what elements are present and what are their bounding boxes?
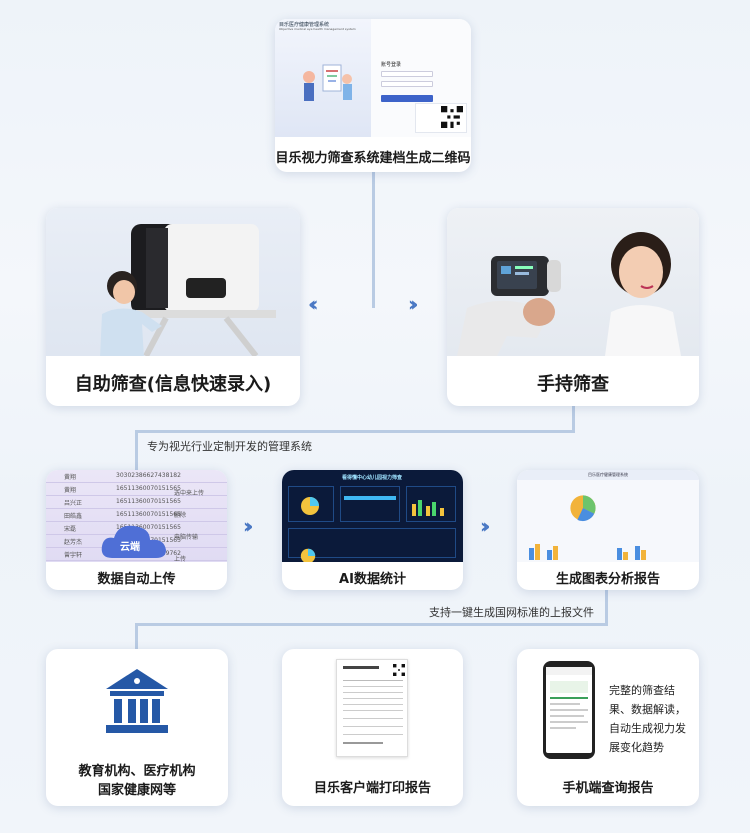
login-button[interactable] xyxy=(381,95,433,102)
upload-action[interactable]: 电脑传输 xyxy=(174,534,199,541)
phone-device xyxy=(543,661,595,759)
connector-mid-left-drop xyxy=(135,430,138,470)
cloud-upload-label: 数据自动上传 xyxy=(97,572,176,587)
upload-action[interactable]: 选中来上传 xyxy=(174,490,205,497)
vision-screener-machine xyxy=(131,224,276,356)
username-field[interactable] xyxy=(381,71,433,77)
mobile-description: 完整的筛查结果、数据解读，自动生成视力发展变化趋势 xyxy=(609,684,686,754)
pie-chart-icon xyxy=(570,495,596,522)
ai-dashboard-screen: 看得懂中心幼儿园视力筛查 xyxy=(282,470,463,562)
upload-row: 吕兴正 16511360070151565 xyxy=(46,496,227,509)
printed-report xyxy=(336,659,408,757)
student-name: 宋磊 xyxy=(64,526,77,533)
report-screen: 目乐医疗健康管理系统 xyxy=(517,470,699,562)
print-report-card: 目乐客户端打印报告 xyxy=(282,649,463,806)
bar-chart-icon xyxy=(529,544,646,560)
system-subtitle: Objective medical eye health management … xyxy=(279,27,356,31)
handheld-screening-card: 手持筛查 xyxy=(447,208,699,406)
phone-screen xyxy=(546,667,592,753)
login-screen: 目乐医疗健康管理系统 Objective medical eye health … xyxy=(275,19,471,137)
print-report-label: 目乐客户端打印报告 xyxy=(313,781,431,796)
handheld-device xyxy=(491,256,561,296)
qr-registration-label: 目乐视力筛查系统建档生成二维码 xyxy=(275,151,471,166)
upload-row: 田皓鑫 16511360070151565 xyxy=(46,509,227,522)
chart-report-label: 生成图表分析报告 xyxy=(555,572,660,587)
chevron-right-icon: ›› xyxy=(480,514,491,538)
student-id: 16511360070151565 xyxy=(116,511,181,518)
mobile-report-label: 手机端查询报告 xyxy=(562,781,654,796)
student-id: 16511360070151565 xyxy=(116,485,181,492)
chevron-left-icon: ‹‹ xyxy=(308,292,319,316)
girl-figure xyxy=(605,232,681,356)
chevron-right-icon: ›› xyxy=(408,292,419,316)
bar-chart-icon xyxy=(412,500,444,516)
institution-label-line1: 教育机构、医疗机构 xyxy=(78,764,196,779)
connector-mid-right-rise xyxy=(572,405,575,433)
dashboard-title: 看得懂中心幼儿园视力筛查 xyxy=(341,475,402,481)
mobile-report-card: 完整的筛查结果、数据解读，自动生成视力发展变化趋势 手机端查询报告 xyxy=(517,649,699,806)
student-name: 田皓鑫 xyxy=(64,513,83,520)
chart-report-card: 目乐医疗健康管理系统 生成图表分析报告 xyxy=(517,470,699,590)
ai-stats-label: AI数据统计 xyxy=(339,572,406,587)
ai-stats-card: 看得懂中心幼儿园视力筛查 AI数据统计 xyxy=(282,470,463,590)
report-title: 目乐医疗健康管理系统 xyxy=(588,472,628,477)
report-note: 支持一键生成国网标准的上报文件 xyxy=(429,606,594,619)
student-id: 16511360070151565 xyxy=(116,524,181,531)
self-screening-label: 自助筛查(信息快速录入) xyxy=(74,374,272,395)
student-name: 赵芳杰 xyxy=(64,539,83,546)
student-name: 吕兴正 xyxy=(64,500,83,507)
connector-bottom-left-drop xyxy=(135,623,138,649)
connector-mid-horizontal xyxy=(135,430,575,433)
upload-row: 黄翔 30302386627438182 xyxy=(46,470,227,483)
handheld-photo xyxy=(447,208,699,356)
report-header xyxy=(517,470,699,480)
connector-bottom-horizontal xyxy=(135,623,608,626)
student-id: 16511360070151565 xyxy=(116,498,181,505)
student-id: 30302386627438182 xyxy=(116,472,181,479)
login-illustration xyxy=(303,64,352,101)
dashboard-panel-mid xyxy=(340,486,400,522)
dashboard-panel-right xyxy=(406,486,456,522)
institution-card: 教育机构、医疗机构 国家健康网等 xyxy=(46,649,228,806)
qr-code-icon xyxy=(393,664,405,676)
student-name: 黄翔 xyxy=(64,487,77,494)
chevron-right-icon: ›› xyxy=(243,514,254,538)
hand-figure xyxy=(457,298,555,356)
password-field[interactable] xyxy=(381,81,433,87)
dashboard-panel-left xyxy=(288,486,334,522)
system-title: 目乐医疗健康管理系统 xyxy=(279,22,330,28)
pie-chart-icon xyxy=(300,548,316,562)
dashboard-panel-bottom xyxy=(288,528,456,558)
handheld-label: 手持筛查 xyxy=(537,374,609,395)
qr-code-icon xyxy=(441,106,463,128)
system-note: 专为视光行业定制开发的管理系统 xyxy=(147,440,312,453)
institution-label-line2: 国家健康网等 xyxy=(97,783,176,798)
upload-action[interactable]: 删除 xyxy=(174,512,187,519)
upload-row: 黄翔 16511360070151565 xyxy=(46,483,227,496)
connector-bottom-right-rise xyxy=(605,590,608,626)
child-figure xyxy=(100,271,162,356)
connector-top-vertical xyxy=(372,172,375,308)
cloud-icon xyxy=(101,525,166,558)
login-title: 账号登录 xyxy=(381,62,402,68)
pie-chart-icon xyxy=(301,497,319,515)
cloud-text: 云端 xyxy=(120,542,140,553)
self-screening-card: 自助筛查(信息快速录入) xyxy=(46,208,300,406)
qr-registration-card: 目乐医疗健康管理系统 Objective medical eye health … xyxy=(275,19,471,172)
student-name: 曾宇轩 xyxy=(64,552,83,559)
upload-action[interactable]: 上传 xyxy=(174,556,187,562)
student-name: 黄翔 xyxy=(64,474,77,481)
progress-bar xyxy=(344,496,396,500)
self-screening-photo xyxy=(46,208,300,356)
institution-building-icon xyxy=(106,669,168,733)
